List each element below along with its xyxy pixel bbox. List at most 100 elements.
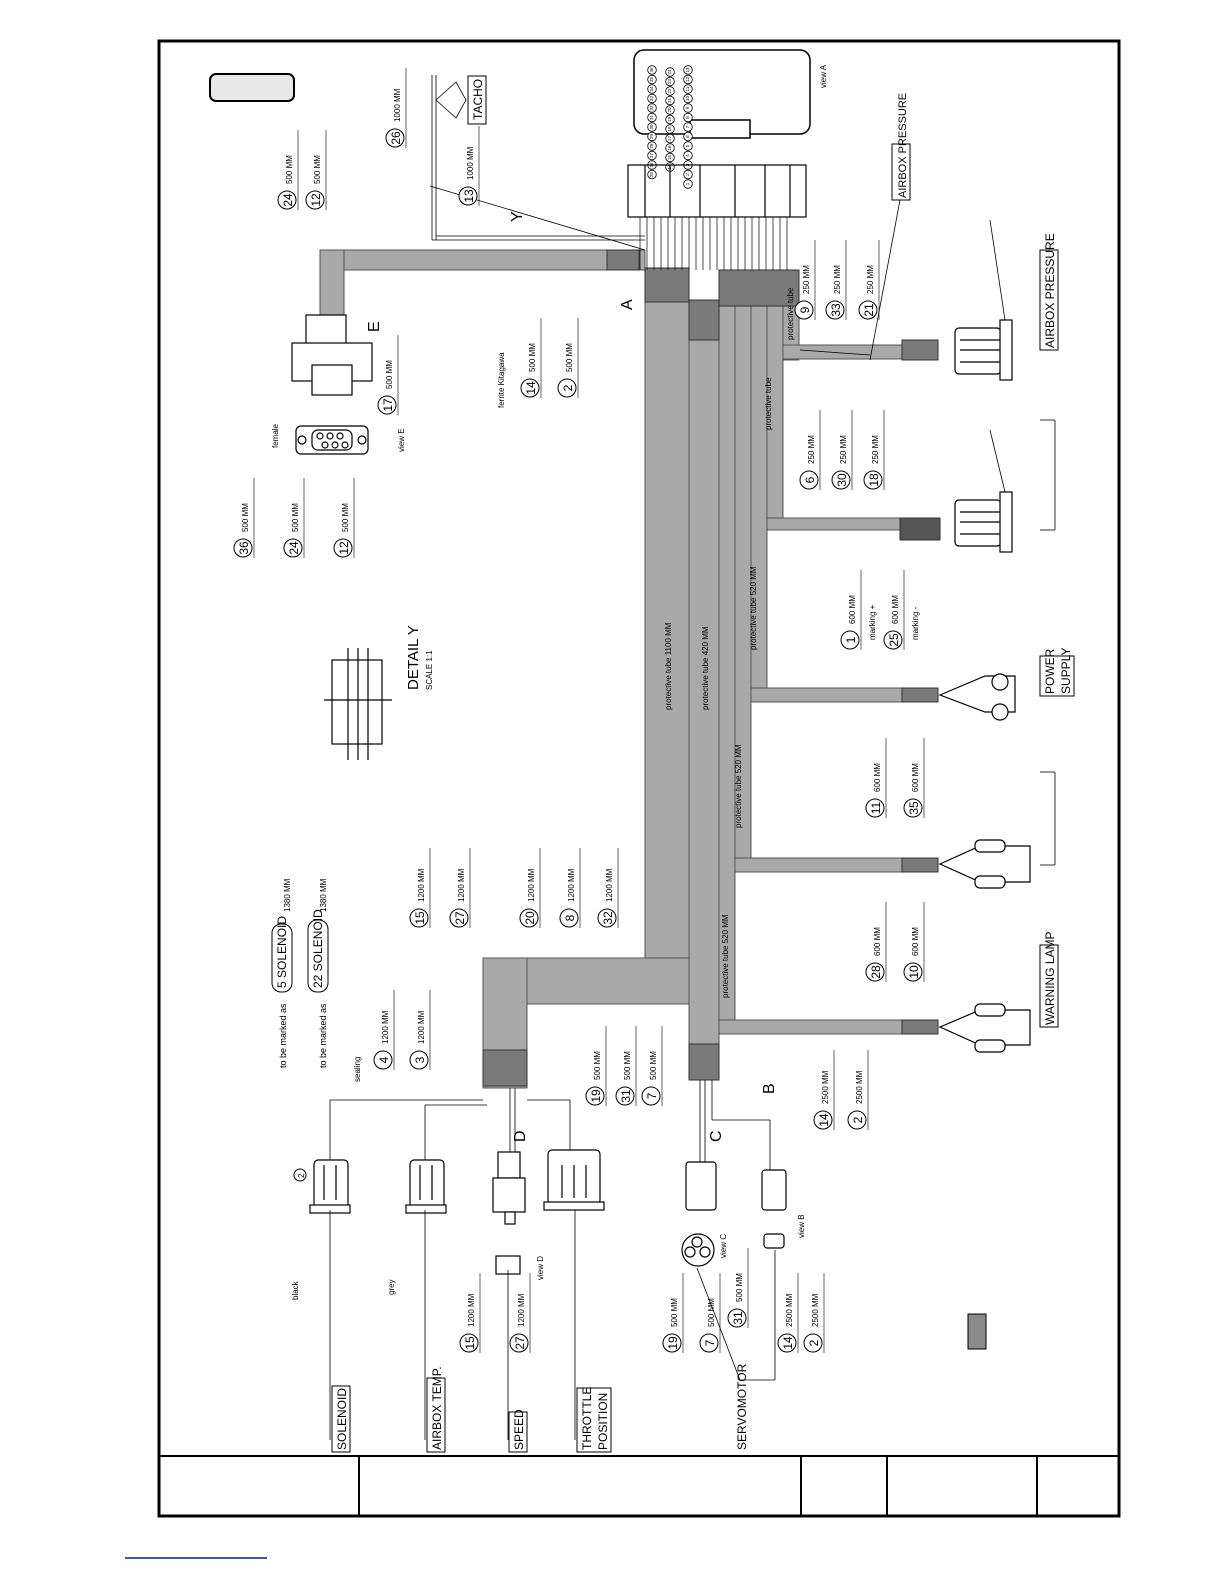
svg-text:27: 27 <box>453 911 467 925</box>
tube-ends <box>482 249 941 1087</box>
pin-34: 34 <box>647 84 657 94</box>
tube-520a-label: protective tube 520 MM <box>749 566 758 650</box>
pin-15: 15 <box>665 152 675 163</box>
grey-marker <box>967 1313 987 1350</box>
letter-c: C <box>708 1130 725 1142</box>
svg-text:20: 20 <box>667 107 672 113</box>
svg-text:15: 15 <box>463 1336 477 1350</box>
svg-text:35: 35 <box>649 77 654 83</box>
svg-text:33: 33 <box>649 96 654 102</box>
svg-text:500 MM: 500 MM <box>241 503 250 532</box>
airbox-temp-connector <box>405 1159 447 1214</box>
bullet-connector-1 <box>938 839 1031 889</box>
svg-text:2: 2 <box>851 1116 865 1123</box>
right-leaders <box>799 199 1056 866</box>
svg-text:4: 4 <box>685 154 690 157</box>
tube-short-label-2: protective tube <box>786 287 795 340</box>
svg-text:14: 14 <box>524 381 538 395</box>
svg-text:6: 6 <box>803 476 817 483</box>
ecu-connector-view-a <box>633 49 811 139</box>
dsub-view-e <box>295 425 369 455</box>
svg-text:33: 33 <box>829 303 843 317</box>
harness-tubes <box>319 249 918 1089</box>
pin-35: 35 <box>647 74 657 85</box>
airbox-pressure-label: AIRBOX PRESSURE <box>1043 233 1057 348</box>
svg-text:500 MM: 500 MM <box>707 1298 716 1327</box>
speed-connector <box>492 1151 526 1275</box>
solenoid-22: 22 SOLENOID <box>311 909 325 988</box>
connector-fan-wires <box>639 217 788 270</box>
marked-as-1: to be marked as <box>278 1003 288 1068</box>
detail-y-title: DETAIL Y <box>405 625 422 690</box>
airbox-temp-label: AIRBOX TEMP. <box>430 1366 444 1450</box>
pin-8: 8 <box>683 112 693 123</box>
power-supply-label-1: POWER <box>1043 648 1057 694</box>
svg-text:2: 2 <box>685 173 690 176</box>
top-wire-10: 9 250 MM <box>794 240 816 320</box>
svg-text:9: 9 <box>798 306 812 313</box>
svg-text:1: 1 <box>844 636 858 643</box>
svg-text:4: 4 <box>377 1056 391 1063</box>
svg-text:32: 32 <box>601 911 615 925</box>
letter-e: E <box>366 321 383 332</box>
pin-5: 5 <box>683 141 693 151</box>
solenoid-5: 5 SOLENOID <box>275 916 289 988</box>
svg-text:12: 12 <box>337 541 351 555</box>
svg-text:20: 20 <box>523 911 537 925</box>
svg-text:250 MM: 250 MM <box>839 435 848 464</box>
svg-text:600 MM: 600 MM <box>911 763 920 792</box>
pin-12: 12 <box>683 74 693 85</box>
svg-text:500 MM: 500 MM <box>528 343 537 372</box>
svg-text:250 MM: 250 MM <box>802 265 811 294</box>
svg-text:29: 29 <box>649 134 654 140</box>
pin-25: 25 <box>647 169 657 180</box>
pin-28: 28 <box>647 141 657 151</box>
pin-6: 6 <box>683 131 693 142</box>
svg-text:27: 27 <box>513 1336 527 1350</box>
svg-text:24: 24 <box>667 69 672 75</box>
svg-text:500 MM: 500 MM <box>313 155 322 184</box>
len-1380-a: 1380 MM <box>283 878 292 912</box>
svg-text:24: 24 <box>281 193 295 207</box>
marking-plus: marking + <box>868 604 877 640</box>
detail-y <box>324 648 392 760</box>
tube-520b-label: protective tube 520 MM <box>734 744 743 828</box>
bottom-wire-18: 2 2500 MM <box>803 1273 825 1353</box>
throttle-connector <box>543 1149 605 1211</box>
speed-label: SPEED <box>512 1409 526 1450</box>
svg-text:2500 MM: 2500 MM <box>811 1293 820 1327</box>
svg-text:28: 28 <box>649 143 654 149</box>
svg-text:500 MM: 500 MM <box>291 503 300 532</box>
marked-as-2: to be marked as <box>318 1003 328 1068</box>
svg-text:500 MM: 500 MM <box>285 155 294 184</box>
drawing-tag <box>209 73 295 102</box>
svg-text:17: 17 <box>667 136 672 142</box>
svg-text:2: 2 <box>807 1339 821 1346</box>
black-label: black <box>291 1280 300 1300</box>
airbox-pressure-connector <box>954 319 1013 381</box>
pin-4: 4 <box>683 150 693 161</box>
svg-text:26: 26 <box>389 131 403 145</box>
pin-13: 13 <box>683 65 693 75</box>
letter-b: B <box>761 1083 778 1094</box>
svg-text:1200 MM: 1200 MM <box>567 868 576 902</box>
letter-y: Y <box>509 211 526 222</box>
svg-text:14: 14 <box>781 1336 795 1350</box>
female-label: female <box>271 423 280 448</box>
pin-2: 2 <box>683 169 693 180</box>
solenoid-label: SOLENOID <box>335 1388 349 1450</box>
view-a-label: view A <box>819 64 828 88</box>
svg-text:23: 23 <box>667 79 672 85</box>
svg-text:22: 22 <box>667 88 672 94</box>
